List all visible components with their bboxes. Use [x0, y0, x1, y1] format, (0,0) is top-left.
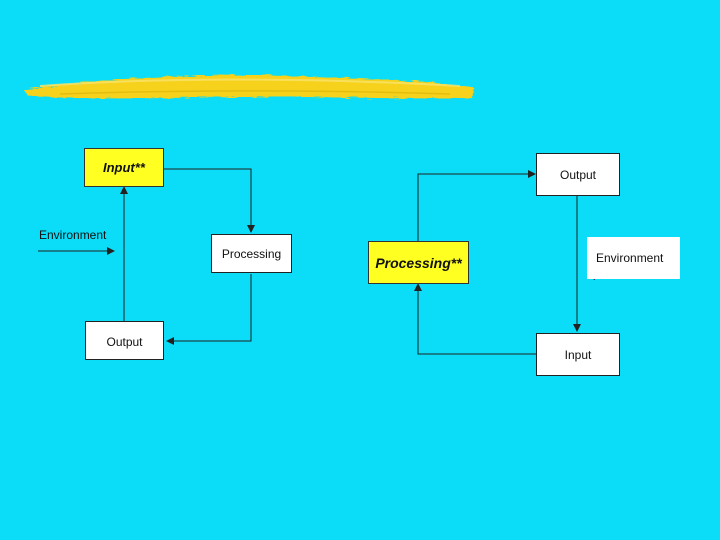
- processing-box-highlighted: Processing**: [368, 241, 469, 284]
- output-box-label: Output: [106, 335, 142, 349]
- processing-to-output-arrow-right: [418, 174, 535, 241]
- processing-box: Processing: [211, 234, 292, 273]
- input-box-highlighted: Input**: [84, 148, 164, 187]
- input-to-processing-arrow-right: [418, 284, 536, 354]
- input-box-right-label: Input: [565, 348, 592, 362]
- environment-label-left: Environment: [39, 228, 106, 242]
- output-box: Output: [85, 321, 164, 360]
- processing-to-output-arrow: [167, 274, 251, 341]
- output-box-right: Output: [536, 153, 620, 196]
- environment-label-right: Environment: [596, 251, 663, 265]
- output-box-right-label: Output: [560, 168, 596, 182]
- input-to-processing-arrow: [164, 169, 251, 232]
- input-box-right: Input: [536, 333, 620, 376]
- environment-box-right: Environment: [587, 237, 680, 279]
- input-box-label: Input**: [103, 160, 145, 175]
- processing-box-highlighted-label: Processing**: [375, 255, 461, 271]
- processing-box-label: Processing: [222, 247, 281, 261]
